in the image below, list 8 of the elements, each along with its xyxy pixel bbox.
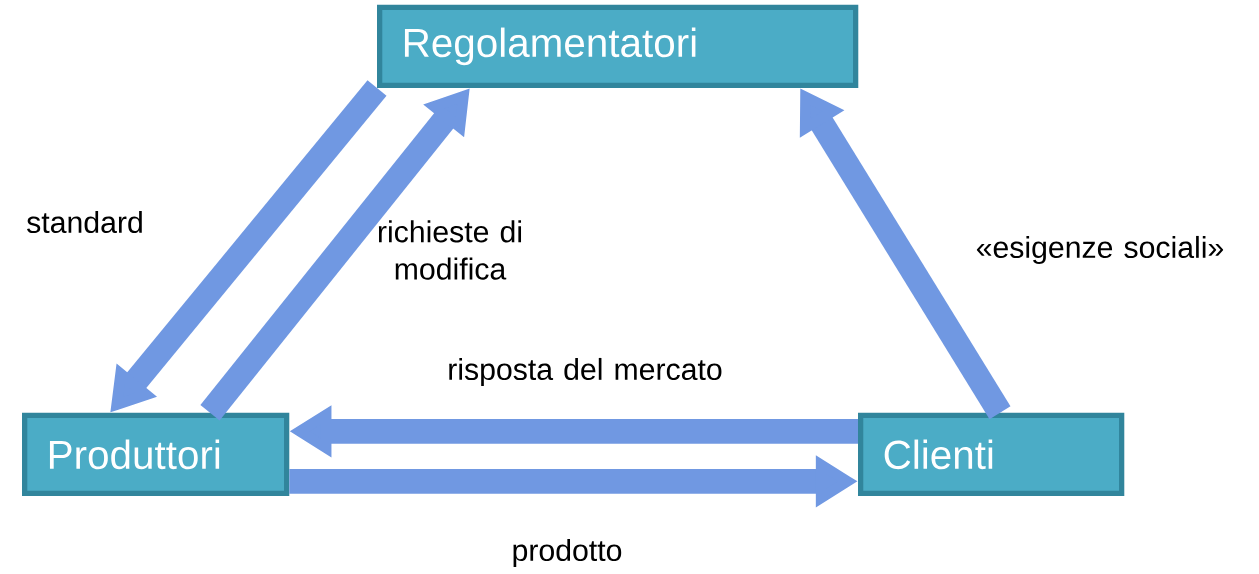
edge-label: risposta del mercato — [449, 357, 722, 387]
label-box: Clienti — [858, 412, 1125, 496]
edge-label: standard — [27, 210, 142, 234]
label-box: Produttori — [22, 412, 290, 496]
edge-label: «esigenze sociali» — [976, 235, 1224, 265]
label-box: Regolamentatori — [377, 4, 859, 88]
edge-label: richieste di modifica — [378, 220, 521, 280]
edge-label: prodotto — [513, 538, 622, 568]
